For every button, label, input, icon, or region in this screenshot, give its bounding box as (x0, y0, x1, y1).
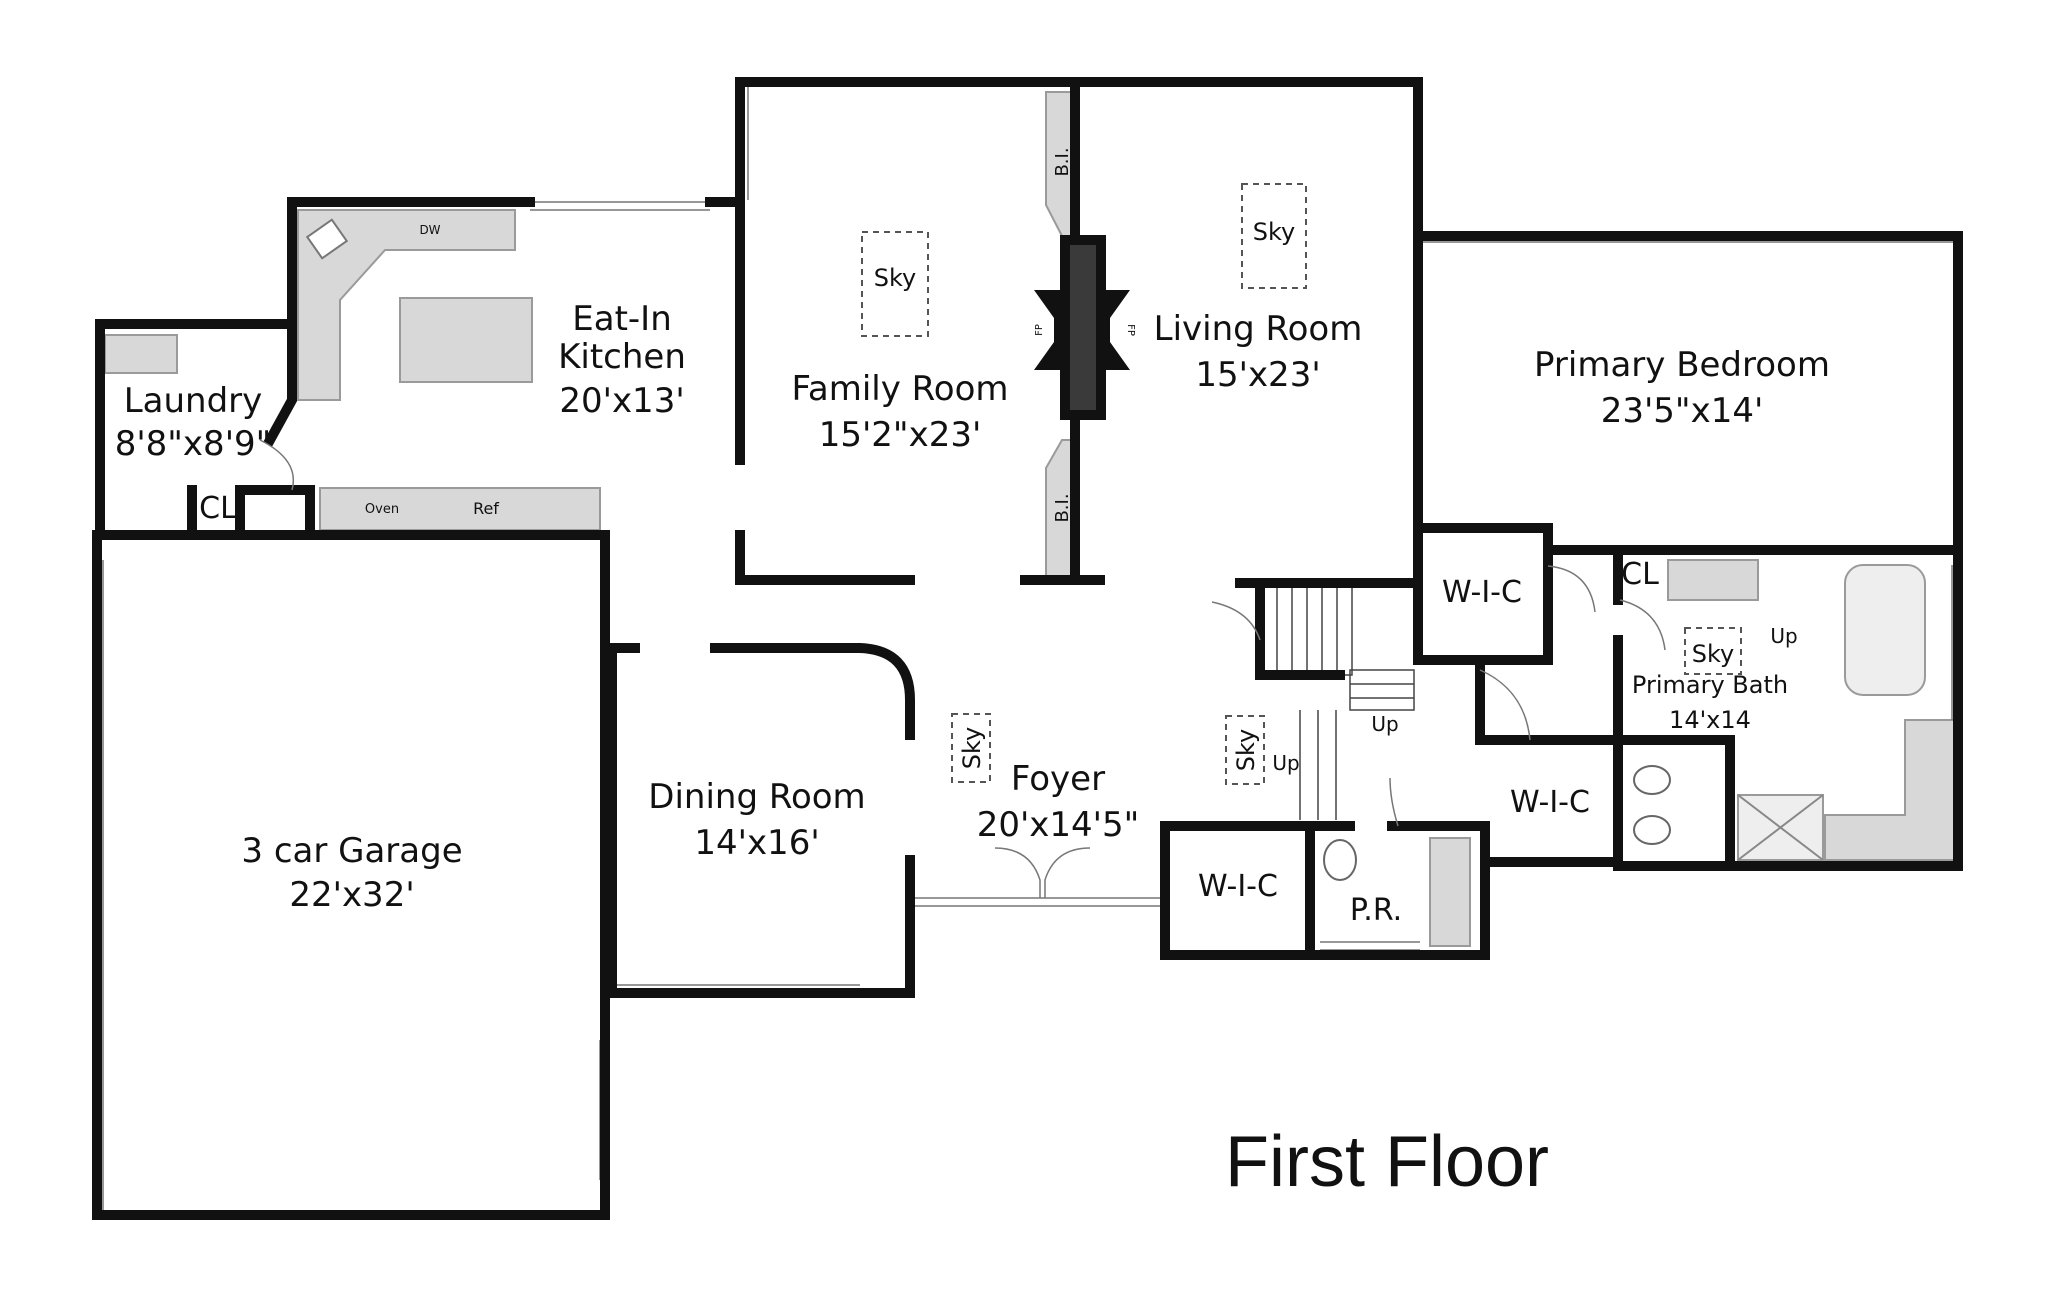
stairs-up-label: Up (1272, 751, 1299, 775)
skylight-outlines (861, 183, 1742, 785)
primary-bedroom-name: Primary Bedroom (1534, 345, 1830, 385)
powder-room-name: P.R. (1350, 893, 1402, 928)
door-swings (259, 439, 1666, 898)
closet-label: CL (1621, 557, 1659, 592)
floor-title: First Floor (1225, 1122, 1549, 1202)
built-in-label: B.I. (1052, 493, 1073, 522)
living-room-name: Living Room (1154, 309, 1363, 349)
garage-name: 3 car Garage (241, 831, 462, 871)
laundry-name: Laundry (124, 381, 263, 421)
garage-size: 22'x32' (289, 875, 414, 915)
staircase (1261, 584, 1415, 820)
foyer-name: Foyer (1011, 759, 1105, 799)
primary-bath-size: 14'x14 (1669, 706, 1751, 734)
kitchen-name-line1: Eat-In (572, 299, 672, 339)
laundry-size: 8'8"x8'9" (115, 424, 272, 464)
walk-in-closet-label: W-I-C (1510, 785, 1590, 820)
refrigerator-label: Ref (473, 499, 499, 518)
primary-bath-name: Primary Bath (1632, 671, 1788, 699)
dining-room-name: Dining Room (648, 777, 865, 817)
toilet-icon (1323, 765, 1671, 881)
skylight-label: Sky (1232, 729, 1260, 771)
walk-in-closet-label: W-I-C (1198, 869, 1278, 904)
built-in-label: B.I. (1052, 147, 1073, 176)
skylight-label: Sky (1253, 218, 1295, 246)
walls (92, 77, 1963, 1220)
skylight-label: Sky (958, 727, 986, 769)
fireplace-icon (1034, 235, 1130, 420)
family-room-size: 15'2"x23' (819, 415, 982, 455)
oven-label: Oven (365, 502, 399, 517)
foyer-size: 20'x14'5" (977, 805, 1140, 845)
walk-in-closet-label: W-I-C (1442, 575, 1522, 610)
fixtures (104, 91, 1956, 947)
kitchen-name-line2: Kitchen (558, 337, 686, 377)
primary-bedroom-size: 23'5"x14' (1601, 391, 1764, 431)
stove-icon (305, 218, 349, 260)
fireplace-label: FP (1125, 324, 1136, 336)
kitchen-size: 20'x13' (559, 381, 684, 421)
fireplace-label: FP (1034, 324, 1045, 336)
stairs-up-label: Up (1371, 712, 1398, 736)
stairs-up-label: Up (1770, 624, 1797, 648)
closet-label: CL (199, 491, 237, 526)
dishwasher-label: DW (419, 223, 440, 237)
skylight-label: Sky (874, 264, 916, 292)
family-room-name: Family Room (791, 369, 1008, 409)
living-room-size: 15'x23' (1195, 355, 1320, 395)
dining-room-size: 14'x16' (694, 823, 819, 863)
skylight-label: Sky (1692, 640, 1734, 668)
shower-icon (1737, 794, 1824, 861)
